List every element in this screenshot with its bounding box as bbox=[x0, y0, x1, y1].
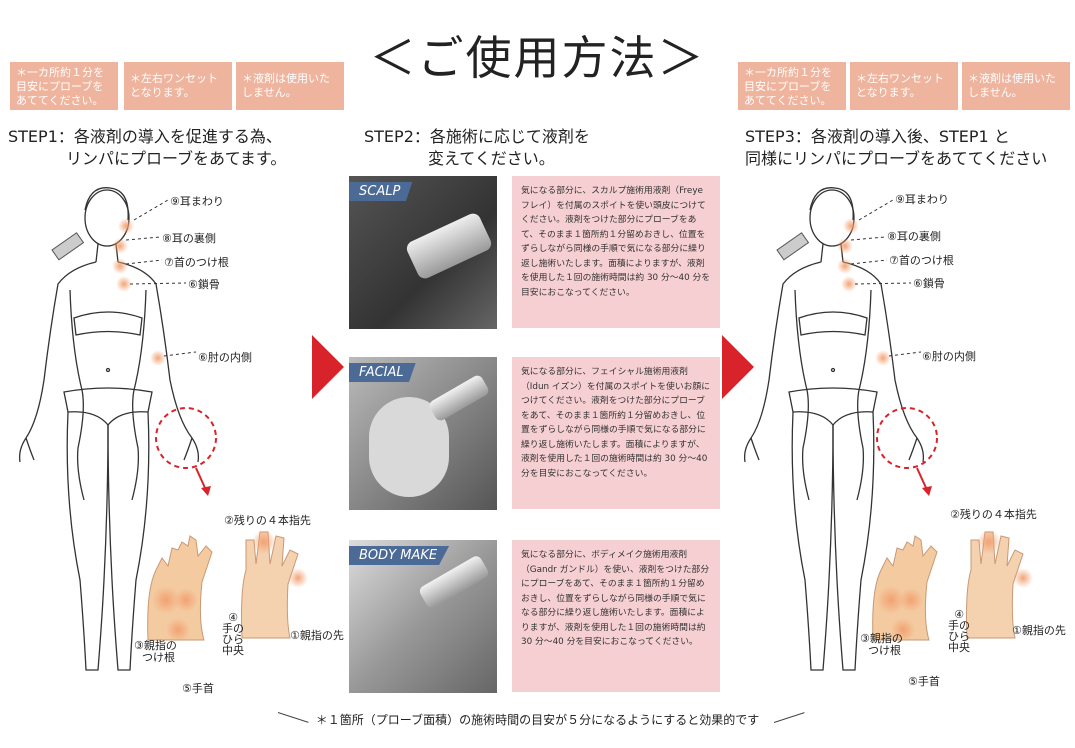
label-palm-center: ④ 手の ひら 中央 bbox=[222, 612, 244, 656]
body-make-photo: BODY MAKE bbox=[349, 540, 497, 693]
label-palm-num: ④ bbox=[228, 611, 238, 624]
label-wrist: ⑤手首 bbox=[182, 682, 214, 695]
step1-heading: STEP1：各液剤の導入を促進する為、 リンパにプローブをあてます。 bbox=[8, 126, 286, 170]
label-palm-line2-right: ひら bbox=[948, 630, 970, 643]
footnote: ＊１箇所（プローブ面積）の施術時間の目安が５分になるようにすると効果的です bbox=[315, 713, 760, 727]
label-palm-line3: 中央 bbox=[222, 644, 244, 657]
label-collarbone-right: ⑥鎖骨 bbox=[913, 277, 945, 290]
step1-line2: リンパにプローブをあてます。 bbox=[66, 149, 287, 168]
label-thumb-root-line1: ③親指の bbox=[134, 639, 177, 652]
step3-line1: STEP3：各液剤の導入後、STEP1 と bbox=[745, 127, 1010, 146]
probe-icon bbox=[776, 232, 810, 261]
body-make-tag: BODY MAKE bbox=[349, 546, 450, 565]
label-fingertips-right: ②残りの４本指先 bbox=[950, 508, 1037, 521]
label-collarbone: ⑥鎖骨 bbox=[188, 278, 220, 291]
body-make-description: 気になる部分に、ボディメイク施術用液剤（Gandr ガンドル）を使い、液剤をつけ… bbox=[512, 540, 720, 692]
label-ear-around-right: ⑨耳まわり bbox=[895, 193, 949, 206]
label-fingertips: ②残りの４本指先 bbox=[224, 514, 311, 527]
facial-tag: FACIAL bbox=[349, 363, 416, 382]
label-thumb-tip: ①親指の先 bbox=[290, 629, 344, 642]
scalp-photo: SCALP bbox=[349, 176, 497, 329]
step3-line2: 同様にリンパにプローブをあててください bbox=[745, 149, 1048, 168]
label-palm-line1-right: 手の bbox=[948, 619, 970, 632]
facial-photo: FACIAL bbox=[349, 357, 497, 510]
label-ear-back: ⑧耳の裏側 bbox=[162, 232, 216, 245]
page-title: ＜ご使用方法＞ bbox=[369, 31, 706, 85]
label-thumb-tip-right: ①親指の先 bbox=[1012, 624, 1066, 637]
step2-heading: STEP2：各施術に応じて液剤を 変えてください。 bbox=[364, 126, 590, 170]
hand-palm-icon bbox=[147, 535, 213, 642]
label-thumb-root-right: ③親指の つけ根 bbox=[860, 633, 903, 657]
label-thumb-root-line1-right: ③親指の bbox=[860, 632, 903, 645]
red-arrow-icon bbox=[722, 335, 754, 399]
note-tag-no-liquid: ＊液剤は使用いたしません。 bbox=[236, 62, 344, 110]
probe-icon bbox=[404, 210, 494, 282]
probe-icon bbox=[51, 232, 85, 261]
body-figure-icon bbox=[18, 187, 308, 671]
hand-back-icon bbox=[966, 530, 1033, 639]
facial-description: 気になる部分に、フェイシャル施術用液剤（Idun イズン）を付属のスポイトを使い… bbox=[512, 357, 720, 509]
label-ear-back-right: ⑧耳の裏側 bbox=[887, 230, 941, 243]
note-tag-pair: ＊左右ワンセットとなります。 bbox=[124, 62, 232, 110]
note-tag-no-liquid-right: ＊液剤は使用いたしません。 bbox=[962, 62, 1070, 110]
label-elbow-inner: ⑥肘の内側 bbox=[198, 351, 252, 364]
label-palm-num-right: ④ bbox=[954, 608, 964, 621]
scalp-description: 気になる部分に、スカルプ施術用液剤（Freye フレイ）を付属のスポイトを使い頭… bbox=[512, 176, 720, 328]
label-palm-line2: ひら bbox=[222, 633, 244, 646]
hand-back-icon bbox=[241, 530, 308, 639]
step2-line2: 変えてください。 bbox=[428, 149, 555, 168]
label-palm-center-right: ④ 手の ひら 中央 bbox=[948, 609, 970, 653]
note-tag-time: ＊一カ所約１分を目安にプローブをあててください。 bbox=[10, 62, 118, 110]
label-thumb-root-line2: つけ根 bbox=[142, 651, 175, 664]
label-neck-base: ⑦首のつけ根 bbox=[164, 256, 229, 269]
hand-palm-icon bbox=[872, 535, 938, 642]
note-tag-pair-right: ＊左右ワンセットとなります。 bbox=[850, 62, 958, 110]
label-elbow-inner-right: ⑥肘の内側 bbox=[922, 350, 976, 363]
scalp-tag: SCALP bbox=[349, 182, 413, 201]
label-thumb-root: ③親指の つけ根 bbox=[134, 640, 177, 664]
label-palm-line3-right: 中央 bbox=[948, 641, 970, 654]
label-palm-line1: 手の bbox=[222, 622, 244, 635]
probe-icon bbox=[427, 373, 491, 423]
label-neck-base-right: ⑦首のつけ根 bbox=[889, 254, 954, 267]
step3-heading: STEP3：各液剤の導入後、STEP1 と 同様にリンパにプローブをあててくださ… bbox=[745, 126, 1047, 170]
label-wrist-right: ⑤手首 bbox=[908, 675, 940, 688]
red-arrow-icon bbox=[312, 335, 344, 399]
step1-line1: STEP1：各液剤の導入を促進する為、 bbox=[8, 127, 282, 146]
body-figure-icon bbox=[743, 187, 1033, 671]
note-tag-time-right: ＊一カ所約１分を目安にプローブをあててください。 bbox=[738, 62, 846, 110]
label-thumb-root-line2-right: つけ根 bbox=[868, 644, 901, 657]
step2-line1: STEP2：各施術に応じて液剤を bbox=[364, 127, 590, 146]
label-ear-around: ⑨耳まわり bbox=[170, 195, 224, 208]
